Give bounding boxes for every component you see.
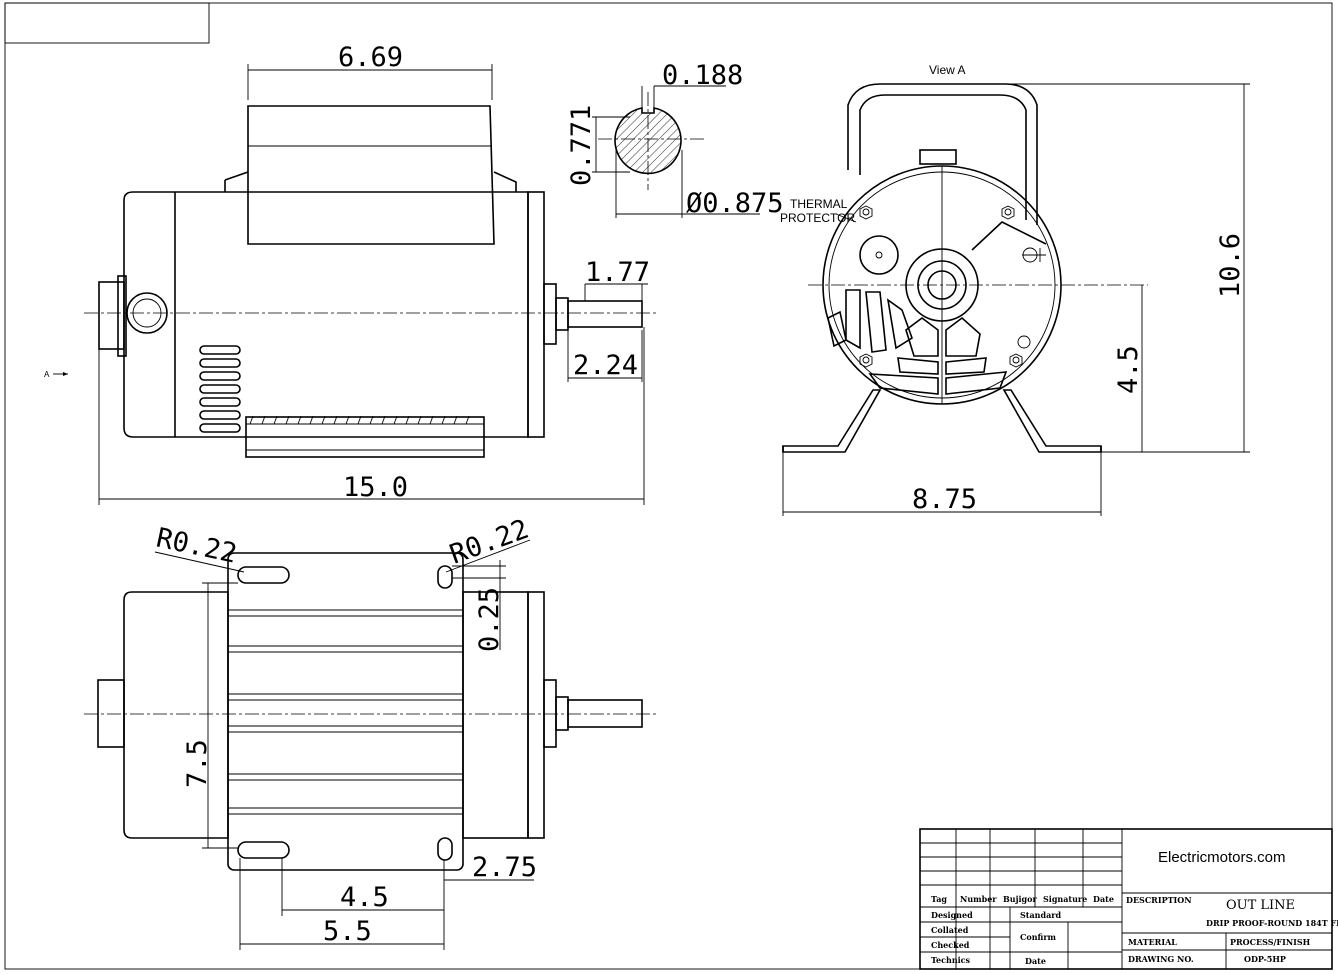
dim-overall-height: 10.6	[1215, 233, 1246, 298]
tb-description-label: DESCRIPTION	[1126, 895, 1192, 905]
side-view: A 6.69 1.77 2.24 15.0	[44, 42, 656, 505]
tb-subtitle: DRIP PROOF-ROUND 184T FRAME	[1206, 918, 1338, 928]
dim-slot-width: 0.25	[474, 587, 505, 652]
shaft-section: 0.188 0.771 Ø0.875	[566, 60, 784, 219]
dim-slot-radius-left: R0.22	[154, 523, 240, 570]
tb-header-tag: Tag	[931, 894, 947, 904]
dim-shaft-length: 1.77	[585, 257, 650, 288]
dim-base-depth: 7.5	[182, 739, 213, 788]
dim-edge-to-slot: 2.75	[472, 852, 537, 883]
dim-slot-radius-right: R0.22	[446, 514, 533, 571]
dim-key-depth: 0.771	[566, 105, 597, 186]
tb-drawing-no: ODP-5HP	[1244, 954, 1286, 964]
tb-brand: Electricmotors.com	[1158, 849, 1286, 866]
tb-header-bujigor: Bujigor	[1003, 894, 1037, 904]
tb-drawing-no-label: DRAWING NO.	[1128, 954, 1194, 964]
tb-row-confirm: Confirm	[1020, 932, 1057, 942]
tb-row-standard: Standard	[1020, 910, 1061, 920]
sheet-border	[4, 2, 1333, 970]
tb-header-number: Number	[960, 894, 997, 904]
vent-slots	[199, 345, 241, 433]
thermal-protector-line1: THERMAL	[790, 197, 848, 211]
tb-header-date: Date	[1093, 894, 1114, 904]
thermal-protector-line2: PROTECTOR	[780, 211, 855, 225]
dim-top-width: 6.69	[338, 42, 403, 73]
view-a-label: View A	[929, 63, 965, 77]
corner-label-box	[4, 2, 210, 44]
tb-row-collated: Collated	[931, 925, 969, 935]
tb-row-date: Date	[1025, 956, 1046, 966]
dim-shaft-diameter: Ø0.875	[686, 188, 784, 219]
tb-process-label: PROCESS/FINISH	[1230, 937, 1311, 947]
dim-shaft-extension: 2.24	[573, 350, 638, 381]
dim-overall-length: 15.0	[343, 472, 408, 503]
bottom-view: R0.22 R0.22 0.25 7.5 2.75 4.5 5.5	[84, 514, 656, 950]
tb-row-designed: Designed	[931, 910, 973, 920]
end-view: View A THERMAL PROTECTOR	[780, 63, 1250, 516]
tb-title: OUT LINE	[1226, 898, 1295, 913]
dim-base-length: 5.5	[323, 916, 372, 947]
dim-shaft-height: 4.5	[1113, 345, 1144, 394]
dim-key-width: 0.188	[662, 60, 743, 91]
title-block: Tag Number Bujigor Signature Date Design…	[919, 828, 1338, 970]
svg-text:A: A	[44, 370, 50, 379]
dim-base-width: 8.75	[912, 484, 977, 515]
tb-row-checked: Checked	[931, 940, 970, 950]
tb-row-technics: Technics	[931, 955, 971, 965]
dim-hole-spacing: 4.5	[340, 882, 389, 913]
tb-header-signature: Signature	[1043, 894, 1087, 904]
tb-material-label: MATERIAL	[1128, 937, 1177, 947]
